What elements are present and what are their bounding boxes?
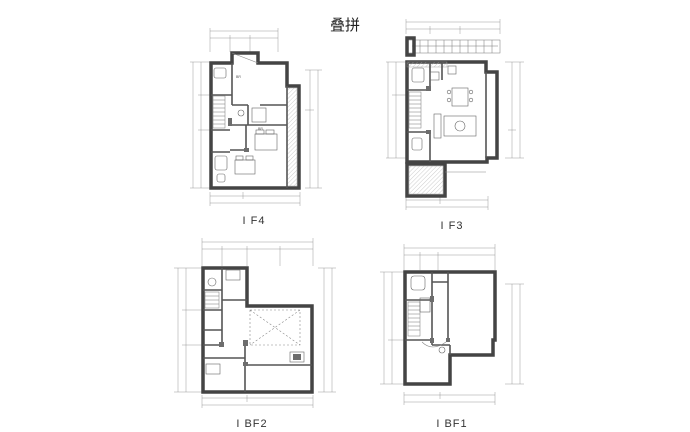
dimension-lines-bf1 — [380, 244, 524, 405]
floor-label-f3: I F3 — [441, 220, 464, 232]
floor-plan-bf2 — [174, 238, 336, 408]
floor-plan-bf1 — [380, 244, 524, 405]
stairs-f4 — [212, 95, 226, 129]
stairs-f3-top — [407, 39, 501, 54]
page-title: 叠拼 — [330, 16, 360, 34]
dimension-lines-f4 — [190, 28, 322, 206]
floor-label-f4: I F4 — [243, 215, 266, 227]
floor-label-bf2: I BF2 — [236, 418, 267, 430]
dimension-lines-bf2 — [174, 238, 336, 408]
stairs-bf1 — [407, 301, 421, 337]
stairs-bf2 — [204, 291, 220, 309]
svg-text:BR: BR — [236, 75, 241, 79]
floor-label-bf1: I BF1 — [436, 418, 467, 430]
floor-plan-f3 — [386, 19, 524, 210]
stairs-f3 — [408, 91, 422, 129]
dimension-lines-f3 — [386, 19, 524, 210]
floor-plan-f4: BR BR — [190, 28, 322, 206]
svg-text:BR: BR — [258, 127, 263, 131]
